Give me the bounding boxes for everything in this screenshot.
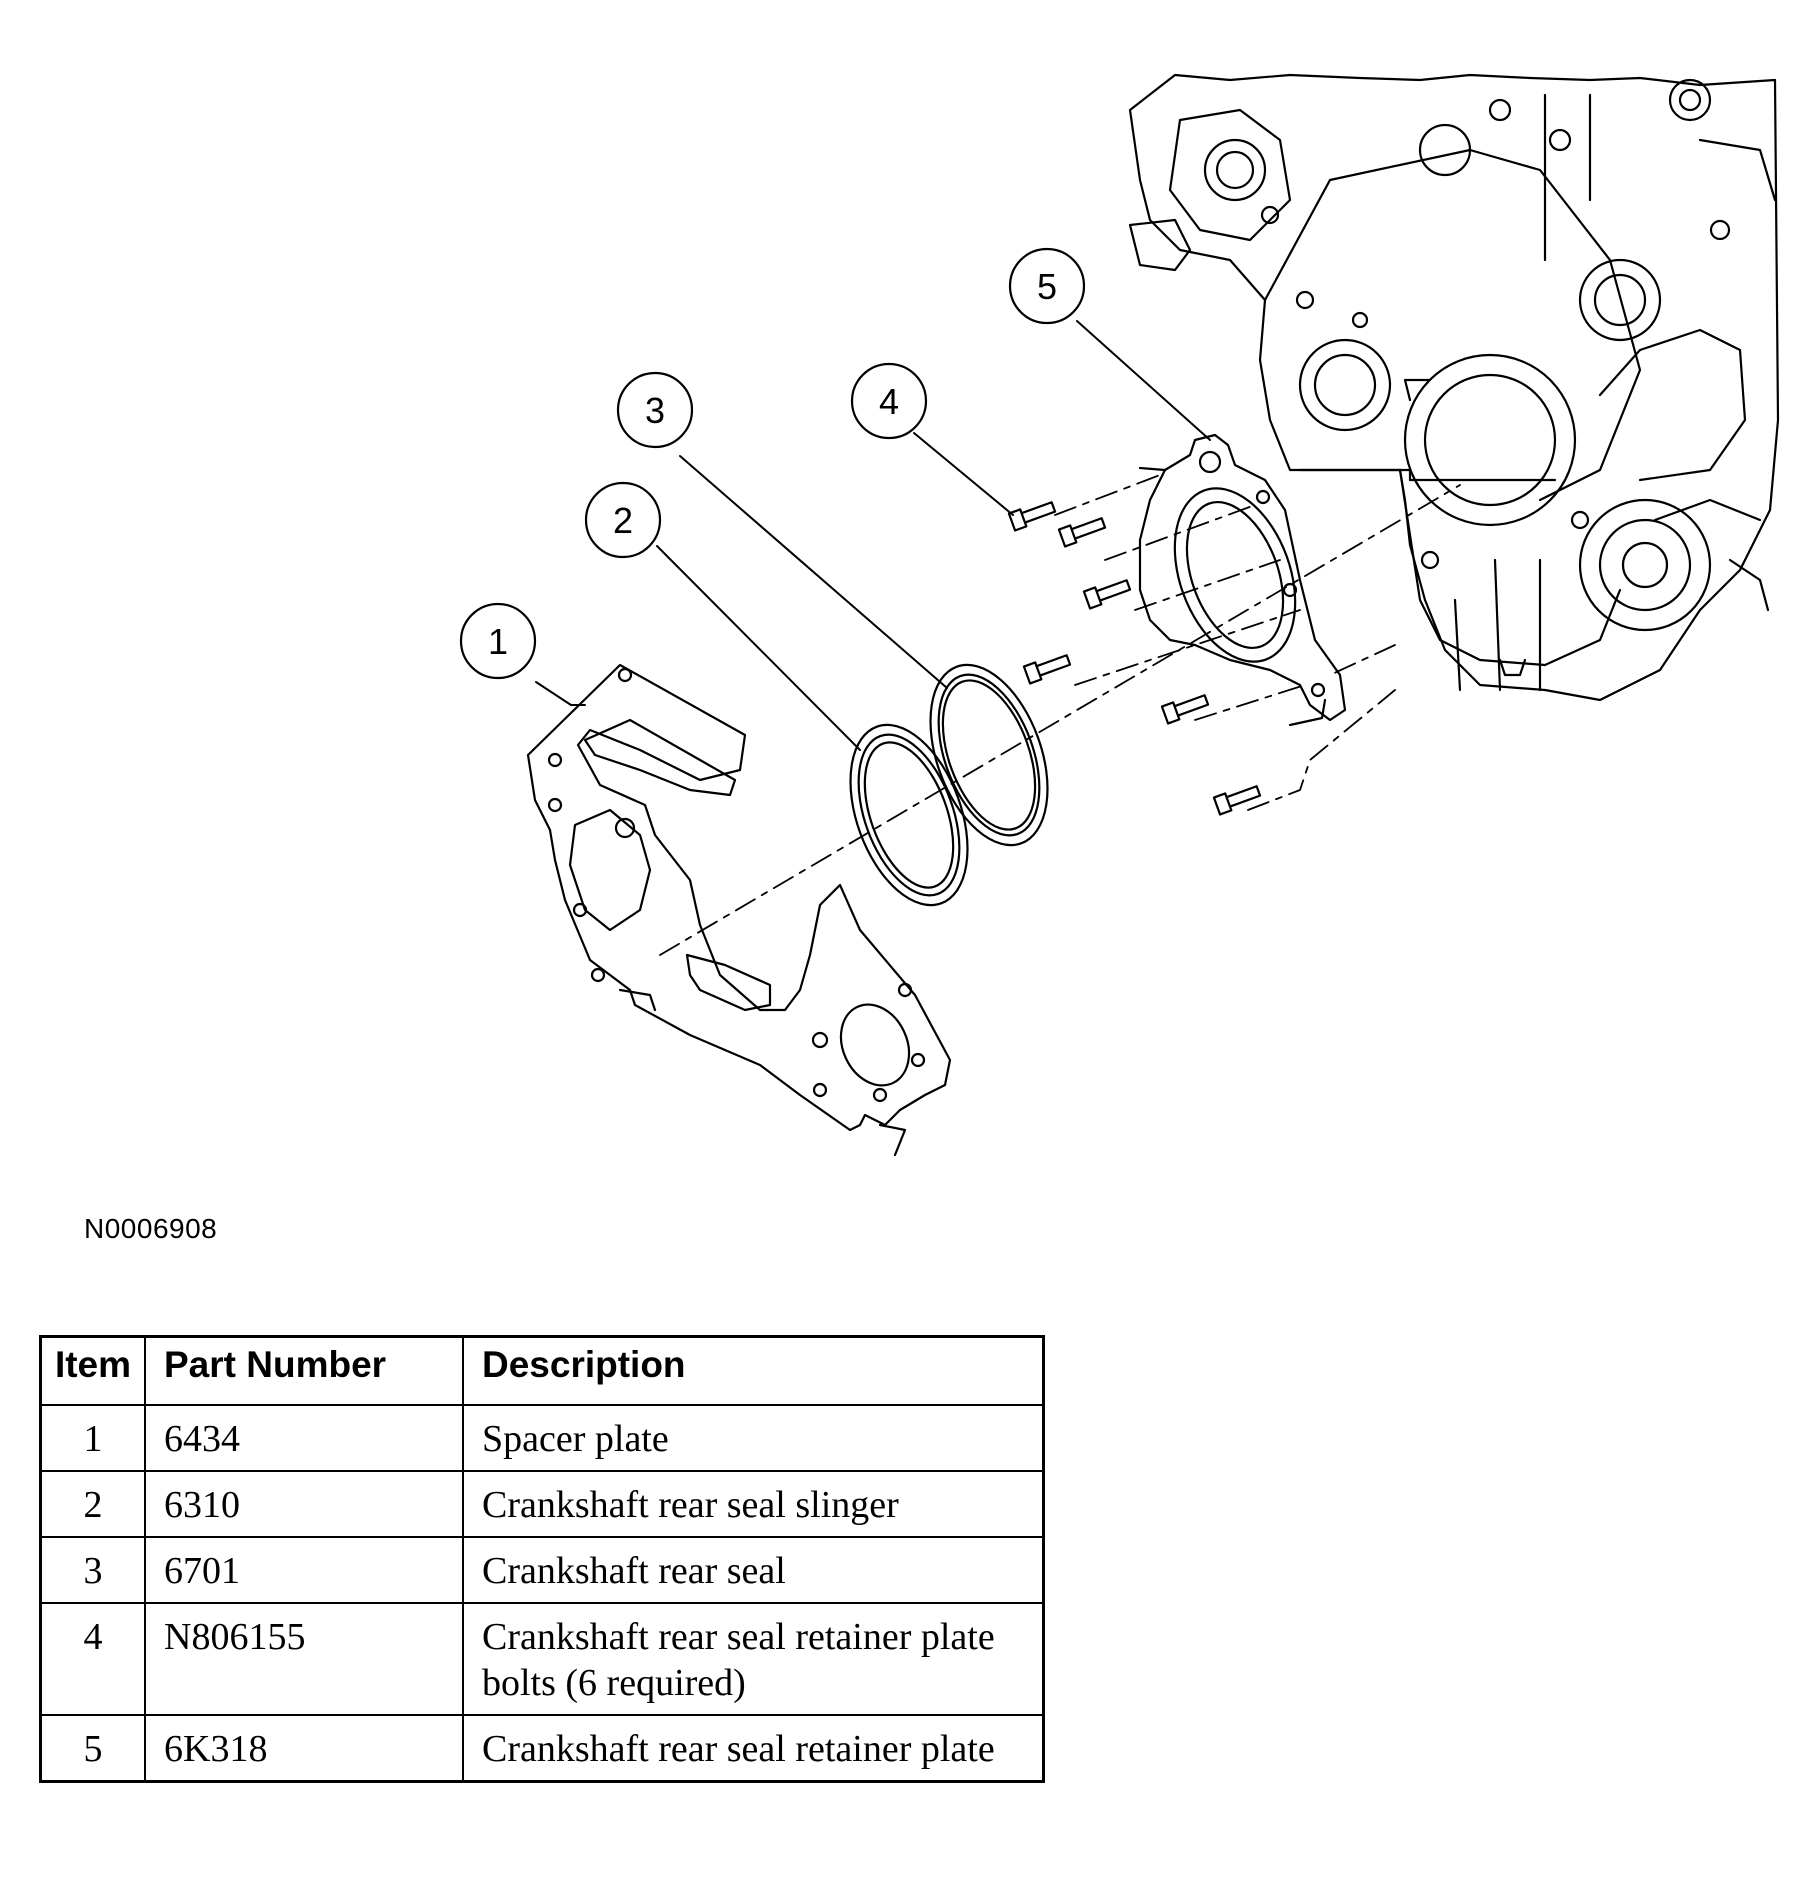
callout-3-number: 3 <box>645 390 665 431</box>
cell-item: 4 <box>39 1602 146 1716</box>
cell-item: 3 <box>39 1536 146 1604</box>
table-header-row: Item Part Number Description <box>39 1335 1045 1406</box>
retainer-plate-bolts <box>1007 501 1262 816</box>
header-part-number: Part Number <box>144 1335 464 1406</box>
cell-description: Crankshaft rear seal <box>462 1536 1045 1604</box>
callout-1-circle <box>459 602 537 680</box>
callout-5-number: 5 <box>1037 266 1057 307</box>
table-row: 4 N806155 Crankshaft rear seal retainer … <box>39 1602 1045 1716</box>
callout-4-number: 4 <box>879 381 899 422</box>
table-row: 1 6434 Spacer plate <box>39 1404 1045 1472</box>
cell-part-number: 6K318 <box>144 1714 464 1783</box>
cell-description: Crankshaft rear seal slinger <box>462 1470 1045 1538</box>
engine-block <box>1128 73 1780 702</box>
callout-leaders <box>535 320 1211 751</box>
cell-description: Spacer plate <box>462 1404 1045 1472</box>
parts-table: Item Part Number Description 1 6434 Spac… <box>39 1335 1045 1783</box>
crankshaft-rear-seal-slinger <box>849 723 969 907</box>
table-row: 3 6701 Crankshaft rear seal <box>39 1536 1045 1604</box>
callout-2-circle <box>584 481 662 559</box>
callout-2-number: 2 <box>613 500 633 541</box>
cell-item: 5 <box>39 1714 146 1783</box>
callout-3-circle <box>616 371 694 449</box>
cell-part-number: 6434 <box>144 1404 464 1472</box>
callout-5-circle <box>1008 247 1086 325</box>
crankshaft-rear-seal <box>929 663 1049 847</box>
header-description: Description <box>462 1335 1045 1406</box>
cell-description: Crankshaft rear seal retainer plate bolt… <box>462 1602 1045 1716</box>
cell-part-number: N806155 <box>144 1602 464 1716</box>
cell-part-number: 6310 <box>144 1470 464 1538</box>
callout-1-number: 1 <box>488 621 508 662</box>
cell-part-number: 6701 <box>144 1536 464 1604</box>
cell-description: Crankshaft rear seal retainer plate <box>462 1714 1045 1783</box>
assembly-centerline <box>659 474 1461 956</box>
table-row: 2 6310 Crankshaft rear seal slinger <box>39 1470 1045 1538</box>
callout-4-circle <box>850 362 928 440</box>
exploded-view-diagram: 1 2 3 4 5 <box>459 73 1780 1157</box>
figure-id: N0006908 <box>84 1213 218 1244</box>
cell-item: 2 <box>39 1470 146 1538</box>
cell-item: 1 <box>39 1404 146 1472</box>
header-item: Item <box>39 1335 146 1406</box>
spacer-plate <box>526 663 952 1157</box>
table-row: 5 6K318 Crankshaft rear seal retainer pl… <box>39 1714 1045 1783</box>
seal-retainer-plate <box>1138 433 1347 727</box>
